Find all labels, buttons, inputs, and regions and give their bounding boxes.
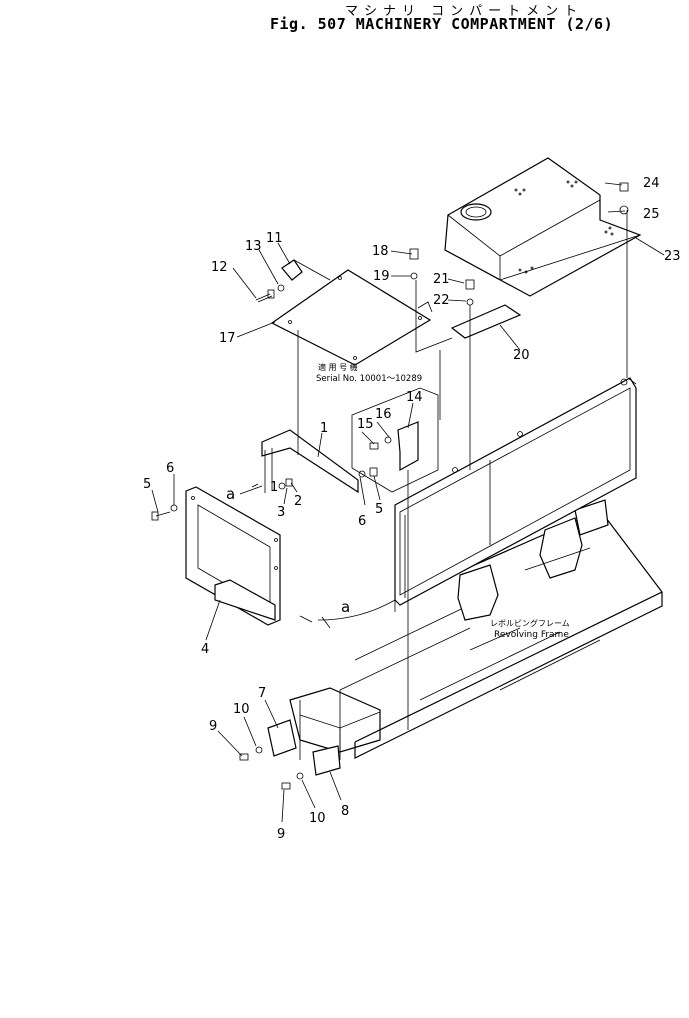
callout-18: 18 xyxy=(372,244,389,259)
title-japanese: マシナリ コンパートメント xyxy=(345,4,584,19)
alignment-lines xyxy=(251,210,628,730)
callout-22: 22 xyxy=(433,293,450,308)
callout-15: 15 xyxy=(357,417,374,432)
callout-8: 8 xyxy=(341,804,349,819)
callout-7: 7 xyxy=(258,686,266,701)
callout-10-upper: 10 xyxy=(233,702,250,717)
figure-title: Fig. 507 MACHINERY COMPARTMENT (2/6) xyxy=(270,15,614,33)
bracket-14 xyxy=(397,421,419,472)
callout-17: 17 xyxy=(219,331,236,346)
serial-note-english: Serial No. 10001～10289 xyxy=(316,374,422,384)
callout-14: 14 xyxy=(406,390,423,405)
callout-16: 16 xyxy=(375,407,392,422)
callout-10-lower: 10 xyxy=(309,811,326,826)
revolving-frame-drawing xyxy=(289,499,663,760)
callout-21: 21 xyxy=(433,272,450,287)
leader-lines xyxy=(151,182,665,823)
callout-13: 13 xyxy=(245,239,262,254)
callout-6-left: 6 xyxy=(166,461,174,476)
side-door xyxy=(185,486,281,626)
callout-5-left: 5 xyxy=(143,477,151,492)
callout-20: 20 xyxy=(513,348,530,363)
view-marker-a-frame: a xyxy=(341,598,350,616)
bracket-11 xyxy=(281,259,303,281)
callout-3: 3 xyxy=(277,505,285,520)
callout-24: 24 xyxy=(643,176,660,191)
callout-11: 11 xyxy=(266,231,283,246)
callout-9-lower: 9 xyxy=(277,827,285,842)
small-plate-20 xyxy=(450,304,522,339)
callout-19: 19 xyxy=(373,269,390,284)
frame-label-english: Revolving Frame xyxy=(494,630,569,640)
callout-5-right: 5 xyxy=(375,502,383,517)
frame-label-japanese: レボルビングフレーム xyxy=(490,618,570,628)
hinge-bar xyxy=(261,429,359,494)
cover-8 xyxy=(312,745,341,776)
hood-cover xyxy=(444,157,642,297)
callout-1-small: 1 xyxy=(270,480,278,495)
callout-6-right: 6 xyxy=(358,514,366,529)
upper-cover-plate xyxy=(270,269,433,366)
callout-25: 25 xyxy=(643,207,660,222)
rear-panel-frame xyxy=(394,377,637,606)
cover-7 xyxy=(267,719,297,757)
fasteners xyxy=(151,182,629,790)
callout-2: 2 xyxy=(294,494,302,509)
callout-1: 1 xyxy=(320,421,328,436)
inset-frame xyxy=(351,387,439,493)
callout-9-upper: 9 xyxy=(209,719,217,734)
callout-12: 12 xyxy=(211,260,228,275)
callout-4: 4 xyxy=(201,642,209,657)
callout-23: 23 xyxy=(664,249,681,264)
view-marker-a-left: a xyxy=(226,485,235,503)
serial-note-japanese: 適 用 号 機 xyxy=(318,362,358,372)
